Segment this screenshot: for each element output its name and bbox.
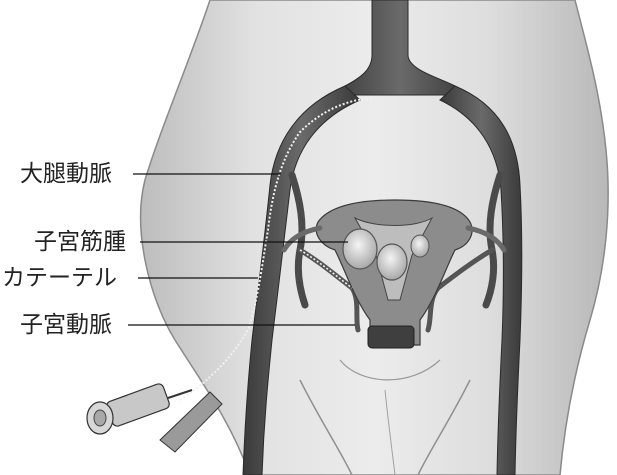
fibroid-small xyxy=(411,235,429,257)
fibroid-left xyxy=(343,229,377,269)
label-catheter: カテーテル xyxy=(2,264,117,292)
syringe xyxy=(87,383,222,452)
label-femoral-artery: 大腿動脈 xyxy=(20,160,112,188)
fibroid-right xyxy=(377,244,407,280)
cervix xyxy=(368,326,414,348)
label-uterine-fibroid: 子宮筋腫 xyxy=(34,228,126,256)
label-uterine-artery: 子宮動脈 xyxy=(20,311,112,339)
